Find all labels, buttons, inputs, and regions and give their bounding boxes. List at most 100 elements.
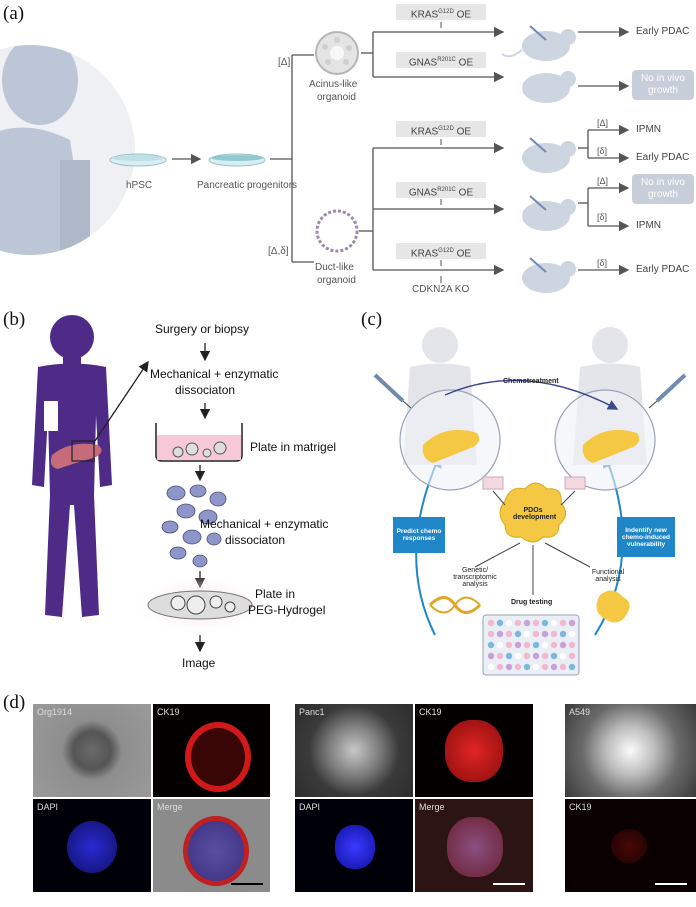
drug-plate-well (505, 630, 513, 638)
drug-plate-well (487, 663, 495, 671)
progenitors-label: Pancreatic progenitors (197, 180, 298, 191)
tag-delta-2: [Δ] (597, 176, 609, 186)
oe-box-kras-3: KRASG12D OE (396, 243, 486, 259)
duct-label-1: Duct-like (315, 262, 354, 273)
drug-plate-well (568, 652, 576, 660)
drug-plate-well (487, 641, 495, 649)
tag-small-delta-2: [δ] (597, 212, 608, 222)
drug-plate-well (523, 619, 531, 627)
panc1-merge: Merge (415, 799, 533, 892)
drug-plate-well (496, 652, 504, 660)
step-dissociation-2b: dissociaton (225, 533, 286, 547)
drug-plate-well (541, 619, 549, 627)
drug-plate-well (568, 630, 576, 638)
step-dissociation-1b: dissociaton (175, 383, 236, 397)
outcome-ipmn-2: IPMN (636, 220, 661, 231)
acinus-label-2: organoid (317, 92, 356, 103)
oe-box-kras-1: KRASG12D OE (396, 4, 486, 20)
dissociated-cells (161, 484, 227, 568)
syringe-left-icon (373, 373, 412, 409)
acinus-organoid (315, 31, 359, 75)
drug-plate-well (532, 630, 540, 638)
hpsc-dish (109, 153, 167, 167)
drug-plate-well (505, 663, 513, 671)
scale-bar (231, 883, 263, 885)
mouse-5 (522, 257, 576, 293)
drug-plate-well (496, 619, 504, 627)
panel-c-graphics (373, 327, 687, 676)
panel-b: (b) (0, 305, 350, 685)
drug-plate-well (541, 652, 549, 660)
step-dissociation-1a: Mechanical + enzymatic (150, 367, 279, 381)
pancreas-left-icon (422, 429, 480, 463)
drug-plate-well (514, 652, 522, 660)
org1914-ck19: CK19 (153, 704, 270, 797)
drug-plate-well (541, 663, 549, 671)
panc1-dapi: DAPI (295, 799, 413, 892)
outcome-early-pdac-3: Early PDAC (636, 264, 690, 275)
step-surgery: Surgery or biopsy (155, 322, 250, 336)
chemo-label: Chemotreatment (503, 378, 559, 385)
drug-plate-well (541, 630, 549, 638)
step-image: Image (182, 656, 216, 670)
panel-b-label: (b) (3, 309, 26, 330)
panel-d-label: (d) (3, 692, 26, 713)
syringe-right-icon (648, 373, 687, 409)
drug-plate-well (523, 630, 531, 638)
tag-small-delta-1: [δ] (597, 146, 608, 156)
step-plate-peg-b: PEG-Hydrogel (248, 603, 326, 617)
a549-brightfield: A549 (565, 704, 696, 797)
drug-testing-label: Drug testing (511, 599, 553, 606)
tag-small-delta-3: [δ] (597, 258, 608, 268)
hpsc-label: hPSC (126, 180, 153, 191)
drug-plate-well (550, 663, 558, 671)
drug-plate-well (514, 641, 522, 649)
peg-hydrogel (130, 575, 270, 635)
duct-organoid (315, 209, 359, 253)
pancreas-right-icon (582, 429, 640, 463)
outcome-early-pdac-2: Early PDAC (636, 152, 690, 163)
acinus-label-1: Acinus-like (309, 79, 358, 90)
drug-plate-well (496, 641, 504, 649)
drug-plate-well (568, 663, 576, 671)
org1914-merge: Merge (153, 799, 270, 892)
delta-top-label: [Δ] (278, 57, 291, 68)
panel-d: (d) Org1914 CK19 DAPI Merge Panc1 CK19 D… (0, 690, 696, 907)
drug-plate-well (514, 630, 522, 638)
drug-plate-well (559, 641, 567, 649)
tag-delta-1: [Δ] (597, 118, 609, 128)
drug-plate-well (532, 652, 540, 660)
person-figure (0, 45, 135, 255)
drug-plate-well (568, 619, 576, 627)
matrigel-well (155, 423, 243, 462)
scale-bar (655, 883, 687, 885)
delta-bottom-label: [Δ,δ] (268, 246, 289, 257)
outcome-ipmn-1: IPMN (636, 124, 661, 135)
drug-plate-well (523, 652, 531, 660)
drug-plate-well (559, 663, 567, 671)
panel-c-label: (c) (361, 309, 383, 330)
panel-a-label: (a) (3, 3, 25, 24)
oe-box-gnas-2: GNASR201C OE (396, 182, 486, 198)
pancreas-icon (50, 440, 102, 469)
drug-plate-well (514, 663, 522, 671)
drug-plate-well (487, 652, 495, 660)
duct-label-2: organoid (317, 275, 356, 286)
mouse-1 (501, 25, 576, 61)
drug-plate-well (559, 630, 567, 638)
cdkn2a-label: CDKN2A KO (412, 284, 470, 295)
drug-plate-well (568, 641, 576, 649)
outcome-early-pdac-1: Early PDAC (636, 26, 690, 37)
org1914-brightfield: Org1914 (33, 704, 151, 797)
panc1-ck19: CK19 (415, 704, 533, 797)
panel-c: (c) (355, 305, 695, 685)
drug-plate-well (505, 641, 513, 649)
drug-plate-well (550, 641, 558, 649)
drug-plate-well (496, 630, 504, 638)
drug-plate-well (505, 619, 513, 627)
